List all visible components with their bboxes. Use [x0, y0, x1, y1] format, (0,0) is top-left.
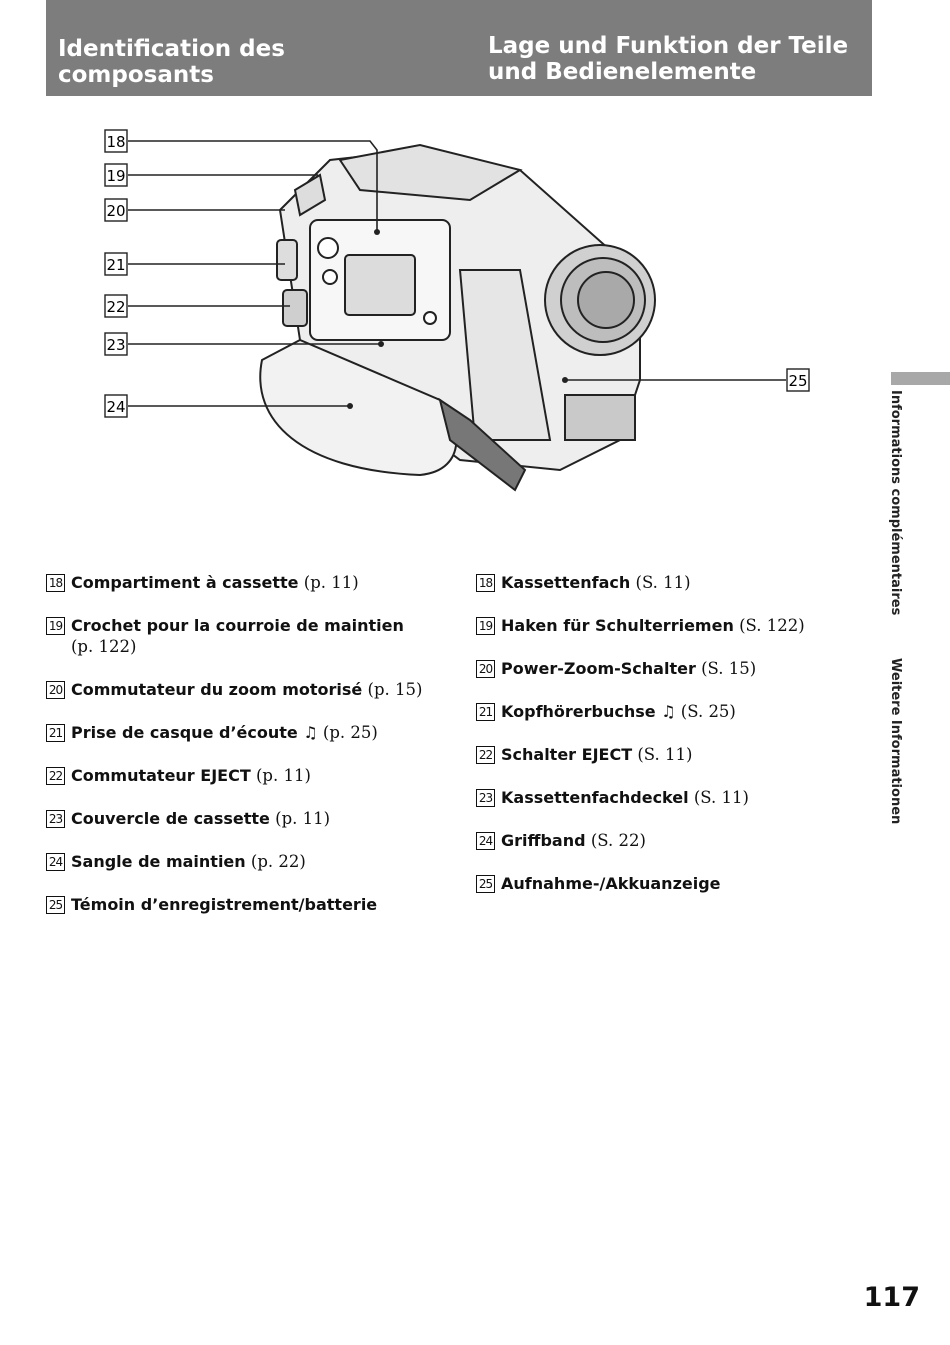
- item-number: 23: [476, 789, 495, 807]
- page-ref: (p. 122): [71, 637, 137, 656]
- item-label: Aufnahme-/Akkuanzeige: [501, 874, 721, 893]
- camcorder-diagram: 18 19 20 21 22 23 24 25: [104, 129, 810, 492]
- item-number: 21: [46, 724, 65, 742]
- item-label: Haken für Schulterriemen: [501, 616, 734, 635]
- callout-23: 23: [106, 336, 125, 354]
- parts-list-german: 18 Kassettenfach (S. 11) 19 Haken für Schu…: [476, 572, 876, 916]
- callout-labels: 18 19 20 21 22 23 24 25: [104, 129, 810, 418]
- page-ref: (p. 11): [303, 573, 359, 592]
- list-item: 22 Schalter EJECT (S. 11): [476, 744, 876, 765]
- side-label-german: Weitere Informationen: [888, 658, 903, 825]
- list-item: 19 Crochet pour la courroie de maintien (p…: [46, 615, 446, 657]
- page-ref: (S. 122): [739, 616, 805, 635]
- item-label: Commutateur du zoom motorisé: [71, 680, 363, 699]
- page-ref: (S. 11): [637, 745, 693, 764]
- page-ref: (S. 11): [635, 573, 691, 592]
- camcorder-illustration: [259, 143, 656, 492]
- item-label: Power-Zoom-Schalter: [501, 659, 696, 678]
- list-item: 22 Commutateur EJECT (p. 11): [46, 765, 446, 786]
- list-item: 25 Témoin d’enregistrement/batterie: [46, 894, 446, 915]
- list-item: 24 Sangle de maintien (p. 22): [46, 851, 446, 872]
- page-header: Identification des composants Lage und F…: [46, 0, 872, 96]
- item-label: Prise de casque d’écoute ♫: [71, 723, 318, 742]
- item-number: 21: [476, 703, 495, 721]
- callout-25: 25: [788, 372, 807, 390]
- item-label: Kassettenfachdeckel: [501, 788, 689, 807]
- item-label: Commutateur EJECT: [71, 766, 251, 785]
- page-ref: (p. 11): [275, 809, 331, 828]
- item-label: Sangle de maintien: [71, 852, 246, 871]
- list-item: 20 Power-Zoom-Schalter (S. 15): [476, 658, 876, 679]
- callout-20: 20: [106, 202, 125, 220]
- page-ref: (S. 11): [693, 788, 749, 807]
- page-ref: (p. 25): [322, 723, 378, 742]
- item-number: 25: [46, 896, 65, 914]
- item-label: Couvercle de cassette: [71, 809, 270, 828]
- list-item: 23 Couvercle de cassette (p. 11): [46, 808, 446, 829]
- list-item: 25 Aufnahme-/Akkuanzeige: [476, 873, 876, 894]
- callout-21: 21: [106, 256, 125, 274]
- item-number: 18: [46, 574, 65, 592]
- item-number: 24: [476, 832, 495, 850]
- item-number: 20: [46, 681, 65, 699]
- item-number: 25: [476, 875, 495, 893]
- item-number: 22: [46, 767, 65, 785]
- list-item: 20 Commutateur du zoom motorisé (p. 15): [46, 679, 446, 700]
- side-label-french: Informations complémentaires: [888, 390, 903, 616]
- item-label: Kopfhörerbuchse ♫: [501, 702, 676, 721]
- item-label: Griffband: [501, 831, 586, 850]
- leader-lines: [128, 140, 786, 407]
- item-number: 20: [476, 660, 495, 678]
- list-item: 21 Prise de casque d’écoute ♫ (p. 25): [46, 722, 446, 743]
- item-label: Crochet pour la courroie de maintien: [71, 616, 404, 635]
- section-tab: [891, 372, 950, 385]
- list-item: 19 Haken für Schulterriemen (S. 122): [476, 615, 876, 636]
- page-ref: (p. 11): [255, 766, 311, 785]
- page-ref: (S. 15): [701, 659, 757, 678]
- parts-list-french: 18 Compartiment à cassette (p. 11) 19 Croc…: [46, 572, 446, 937]
- callout-19: 19: [106, 167, 125, 185]
- item-number: 18: [476, 574, 495, 592]
- list-item: 24 Griffband (S. 22): [476, 830, 876, 851]
- item-label: Kassettenfach: [501, 573, 631, 592]
- page-number: 117: [863, 1282, 920, 1313]
- item-number: 19: [46, 617, 65, 635]
- page-ref: (p. 22): [250, 852, 306, 871]
- list-item: 18 Kassettenfach (S. 11): [476, 572, 876, 593]
- callout-24: 24: [106, 398, 125, 416]
- item-number: 22: [476, 746, 495, 764]
- item-label: Schalter EJECT: [501, 745, 633, 764]
- list-item: 23 Kassettenfachdeckel (S. 11): [476, 787, 876, 808]
- item-number: 19: [476, 617, 495, 635]
- list-item: 21 Kopfhörerbuchse ♫ (S. 25): [476, 701, 876, 722]
- page-ref: (p. 15): [367, 680, 423, 699]
- item-label: Témoin d’enregistrement/batterie: [71, 895, 378, 914]
- callout-18: 18: [106, 133, 125, 151]
- list-item: 18 Compartiment à cassette (p. 11): [46, 572, 446, 593]
- item-number: 24: [46, 853, 65, 871]
- item-number: 23: [46, 810, 65, 828]
- callout-22: 22: [106, 298, 125, 316]
- title-german: Lage und Funktion der Teile und Bedienel…: [488, 33, 849, 85]
- item-label: Compartiment à cassette: [71, 573, 299, 592]
- page-ref: (S. 25): [680, 702, 736, 721]
- title-french: Identification des composants: [58, 36, 285, 88]
- page-ref: (S. 22): [590, 831, 646, 850]
